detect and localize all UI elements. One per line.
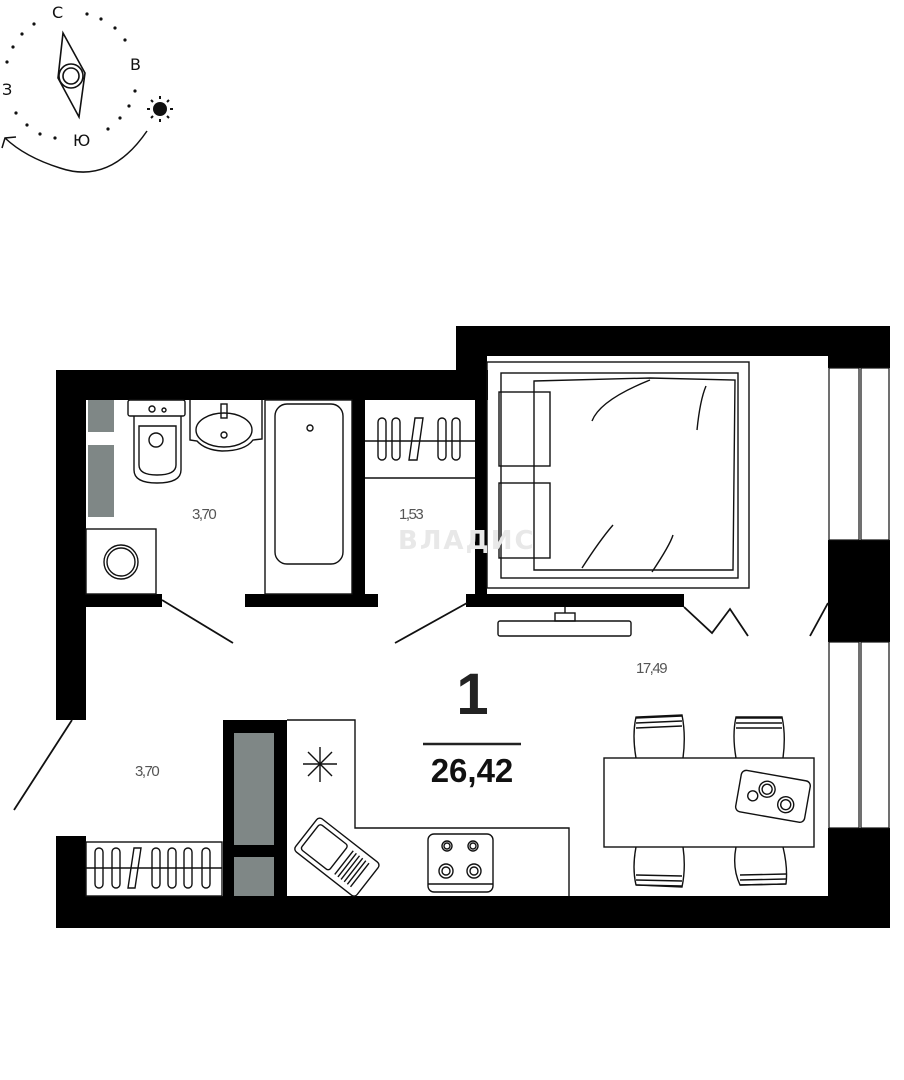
hood-icon [303,747,337,782]
compass-north-label: С [52,3,64,22]
chair-icon [733,716,785,759]
bathtub-icon [264,399,353,595]
watermark: ВЛАДИС [398,526,536,556]
room-area-bathroom: 3,70 [192,506,217,523]
chair-icon [633,846,685,888]
tv-icon [497,607,632,637]
riser-shafts [88,400,274,896]
chair-icon [633,714,685,759]
kitchen-sink-icon [294,817,380,897]
washing-machine-icon [85,528,157,595]
compass-rose [1,12,173,173]
compass-needle-icon [57,30,86,120]
window-right [828,367,890,829]
hallway-shelf-icon [85,841,223,897]
kitchen-counter [287,719,570,896]
bed-icon [486,361,750,589]
sun-icon [147,96,173,122]
storage-shelf-icon [365,417,475,479]
sun-path-arrow-icon [4,130,148,173]
toilet-icon [127,399,186,484]
compass-south-label: Ю [73,131,91,150]
room-area-storage: 1,53 [399,506,424,523]
compass-east-label: В [130,55,141,74]
bathroom-sink-icon [189,400,263,452]
compass-west-label: З [2,80,13,99]
chair-icon [733,846,788,886]
walls [56,326,890,928]
dining-table-icon [603,757,815,848]
rooms-count: 1 [456,662,489,727]
total-area: 26,42 [430,752,514,789]
room-area-hallway: 3,70 [135,763,160,780]
stove-icon [427,833,494,893]
room-area-living: 17,49 [636,660,668,677]
door-swings [13,599,829,811]
